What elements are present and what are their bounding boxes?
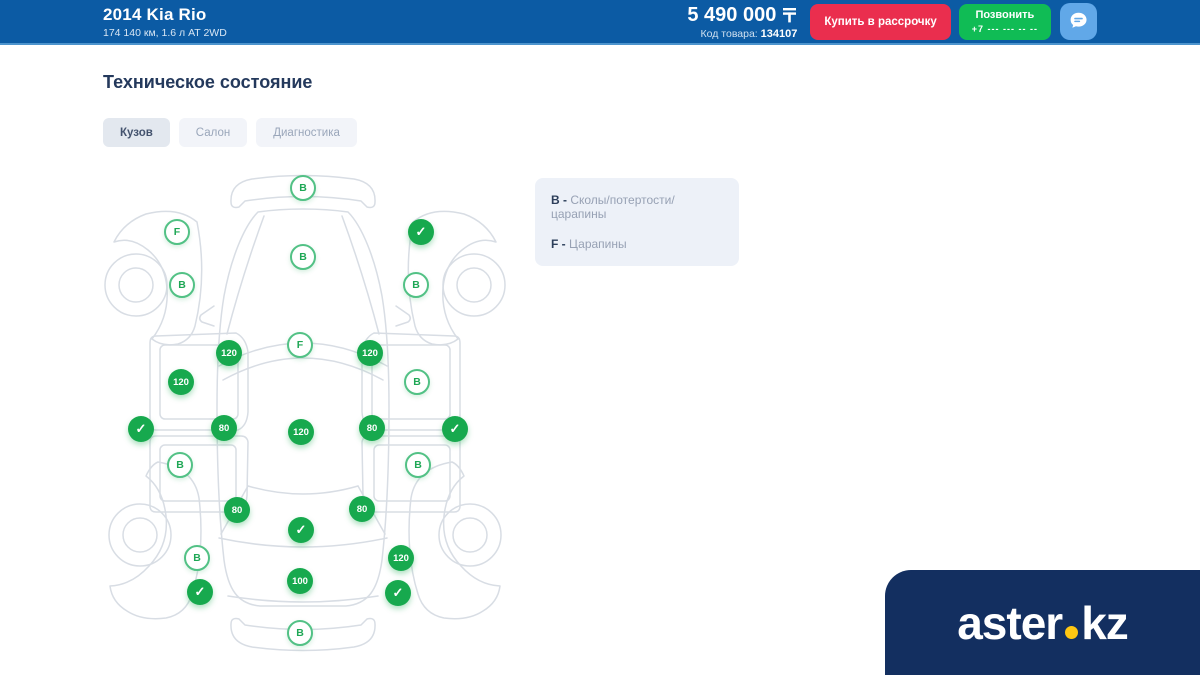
condition-legend: B - Сколы/потертости/царапины F - Царапи…: [535, 178, 739, 267]
logo-text-tld: kz: [1081, 596, 1129, 649]
condition-badge[interactable]: B: [405, 452, 431, 478]
tab-diagnostics[interactable]: Диагностика: [256, 118, 357, 147]
vehicle-title: 2014 Kia Rio: [103, 4, 207, 24]
condition-badge[interactable]: F: [164, 219, 190, 245]
logo-text-main: aster: [957, 596, 1063, 649]
logo-dot: [1065, 625, 1079, 639]
condition-badge[interactable]: B: [403, 272, 429, 298]
legend-item-f: F - Царапины: [551, 236, 627, 251]
condition-badge[interactable]: ✓: [288, 517, 314, 543]
price: 5 490 000: [687, 4, 797, 27]
condition-badge[interactable]: B: [287, 620, 313, 646]
condition-badge[interactable]: B: [184, 545, 210, 571]
condition-badge[interactable]: B: [169, 272, 195, 298]
condition-badge[interactable]: B: [404, 369, 430, 395]
call-button[interactable]: Позвонить +7 --- --- -- --: [958, 3, 1051, 40]
vehicle-specs: 174 140 км, 1.6 л AT 2WD: [103, 26, 227, 39]
call-button-phone: +7 --- --- -- --: [971, 23, 1038, 34]
header-bar: 2014 Kia Rio 174 140 км, 1.6 л AT 2WD 5 …: [0, 0, 1200, 45]
condition-badge[interactable]: B: [167, 452, 193, 478]
price-block: 5 490 000 Код товара: 134107: [687, 4, 797, 40]
price-value: 5 490 000: [687, 3, 777, 26]
condition-badge[interactable]: 80: [359, 415, 385, 441]
condition-badge[interactable]: 120: [216, 340, 242, 366]
product-code: Код товара: 134107: [700, 27, 798, 40]
condition-badge[interactable]: 120: [388, 545, 414, 571]
condition-badge[interactable]: ✓: [442, 416, 468, 442]
condition-badge[interactable]: ✓: [408, 219, 434, 245]
condition-badge[interactable]: B: [290, 244, 316, 270]
condition-badge[interactable]: B: [290, 175, 316, 201]
tab-body[interactable]: Кузов: [103, 118, 170, 147]
buy-installment-button[interactable]: Купить в рассрочку: [810, 3, 951, 40]
condition-badge[interactable]: 120: [168, 369, 194, 395]
page-title: Техническое состояние: [103, 72, 313, 92]
condition-badge[interactable]: 80: [211, 415, 237, 441]
condition-badge[interactable]: 120: [288, 419, 314, 445]
condition-badge[interactable]: ✓: [385, 580, 411, 606]
condition-badge[interactable]: 80: [349, 496, 375, 522]
chat-bubble-icon: [1068, 10, 1089, 34]
condition-badge[interactable]: 100: [287, 568, 313, 594]
vehicle-info: 2014 Kia Rio 174 140 км, 1.6 л AT 2WD: [103, 5, 227, 39]
condition-badge[interactable]: F: [287, 332, 313, 358]
tenge-currency-icon: [782, 7, 797, 23]
aster-kz-logo: aster kz: [957, 596, 1129, 650]
call-button-label: Позвонить: [975, 9, 1035, 21]
car-outline-illustration: [104, 174, 506, 652]
condition-tabs: Кузов Салон Диагностика: [103, 118, 357, 147]
condition-badge[interactable]: ✓: [187, 579, 213, 605]
chat-button[interactable]: [1060, 3, 1097, 40]
brand-watermark: aster kz: [885, 570, 1200, 675]
condition-badge[interactable]: 120: [357, 340, 383, 366]
legend-item-b: B - Сколы/потертости/царапины: [551, 193, 675, 222]
condition-badge[interactable]: ✓: [128, 416, 154, 442]
tab-interior[interactable]: Салон: [178, 118, 248, 147]
condition-badge[interactable]: 80: [224, 497, 250, 523]
